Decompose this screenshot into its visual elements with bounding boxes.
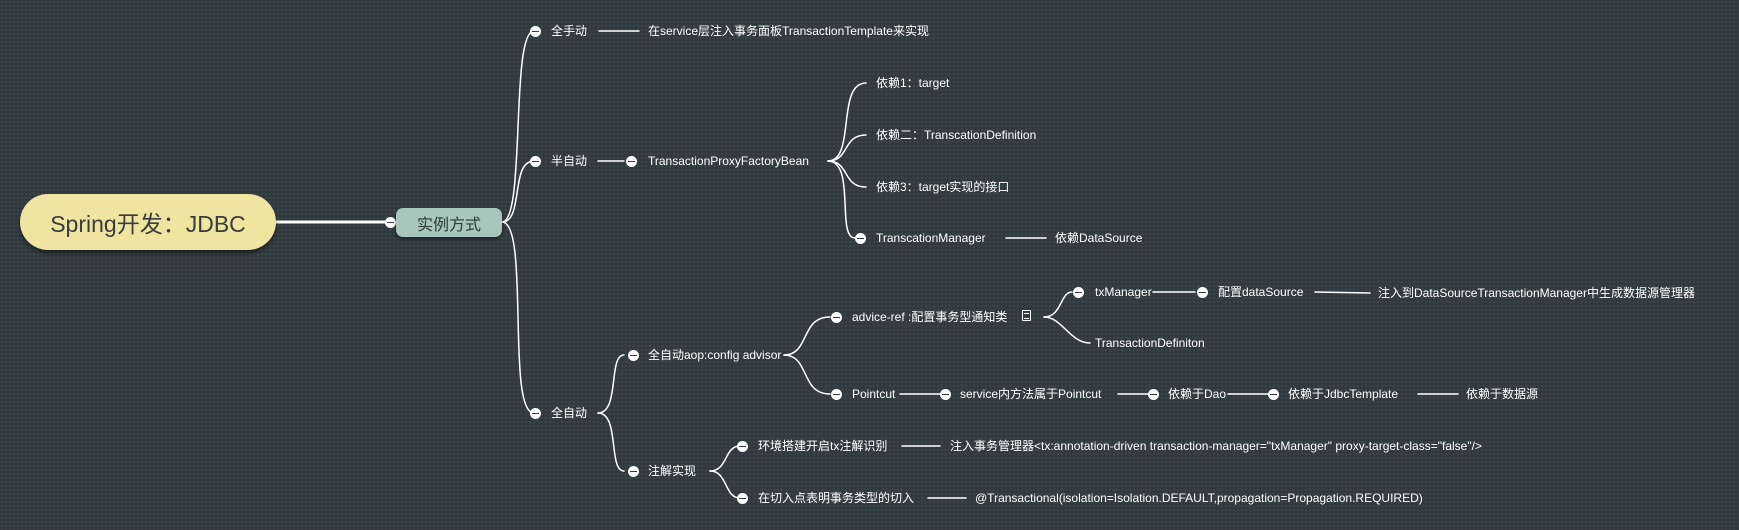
note-icon[interactable] — [1022, 310, 1031, 321]
node-manual[interactable]: 全手动 — [551, 24, 588, 38]
node-config-ds[interactable]: 配置dataSource — [1218, 285, 1304, 299]
node-inject-ds[interactable]: 注入到DataSourceTransactionManager中生成数据源管理器 — [1378, 286, 1695, 300]
node-manual-desc[interactable]: 在service层注入事务面板TransactionTemplate来实现 — [648, 24, 929, 38]
connector-txdefinition — [1043, 316, 1091, 344]
connector-pointcut — [783, 354, 831, 395]
node-manager[interactable]: TranscationManager — [876, 231, 986, 245]
collapse-toggle-dep-dao[interactable] — [1148, 389, 1159, 400]
collapse-toggle-service-method[interactable] — [940, 389, 951, 400]
connector-aop — [597, 354, 625, 414]
connector-semi — [501, 160, 535, 223]
connector-manager — [827, 160, 856, 239]
collapse-toggle-auto[interactable] — [530, 408, 541, 419]
node-annotation[interactable]: 注解实现 — [648, 464, 697, 478]
collapse-toggle-dep-jdbc[interactable] — [1268, 389, 1279, 400]
node-dep2[interactable]: 依赖二：TranscationDefinition — [876, 128, 1037, 142]
connector-dep2 — [827, 134, 867, 162]
node-pointcut[interactable]: Pointcut — [852, 387, 896, 401]
connector-manual — [501, 30, 535, 223]
node-auto[interactable]: 全自动 — [551, 406, 588, 420]
connector-dep3 — [827, 160, 867, 188]
node-service-method[interactable]: service内方法属于Pointcut — [960, 387, 1102, 401]
connector-auto — [501, 221, 535, 414]
root-topic[interactable]: Spring开发：JDBC — [20, 194, 276, 250]
collapse-toggle-semi-bean[interactable] — [626, 156, 637, 167]
node-dep-jdbc[interactable]: 依赖于JdbcTemplate — [1288, 387, 1399, 401]
node-manager-dep[interactable]: 依赖DataSource — [1055, 231, 1143, 245]
collapse-toggle-manager[interactable] — [855, 233, 866, 244]
main-topic[interactable]: 实例方式 — [396, 208, 502, 237]
node-tx-definition[interactable]: TransactionDefiniton — [1095, 336, 1205, 350]
node-transactional[interactable]: @Transactional(isolation=Isolation.DEFAU… — [975, 491, 1423, 505]
collapse-toggle-pointcut[interactable] — [831, 389, 842, 400]
node-txmanager[interactable]: txManager — [1095, 285, 1152, 299]
collapse-toggle-env[interactable] — [737, 441, 748, 452]
node-point[interactable]: 在切入点表明事务类型的切入 — [758, 491, 915, 505]
collapse-toggle-config-ds[interactable] — [1197, 287, 1208, 298]
collapse-toggle-advice-ref[interactable] — [831, 312, 842, 323]
node-inject-mgr[interactable]: 注入事务管理器<tx:annotation-driven transaction… — [950, 439, 1482, 453]
collapse-toggle-main[interactable] — [385, 217, 396, 228]
connector-env — [709, 445, 741, 472]
node-dep-ds[interactable]: 依赖于数据源 — [1466, 387, 1539, 401]
connector-annotation — [597, 412, 625, 472]
collapse-toggle-manual[interactable] — [530, 26, 541, 37]
connector-txmanager — [1043, 291, 1073, 318]
node-env[interactable]: 环境搭建开启tx注解识别 — [758, 439, 888, 453]
connector-inject-ds — [1314, 291, 1371, 294]
node-dep-dao[interactable]: 依赖于Dao — [1168, 387, 1227, 401]
collapse-toggle-point[interactable] — [737, 493, 748, 504]
node-aop[interactable]: 全自动aop:config advisor — [648, 348, 782, 362]
collapse-toggle-aop[interactable] — [628, 350, 639, 361]
collapse-toggle-semi[interactable] — [530, 156, 541, 167]
node-semi[interactable]: 半自动 — [551, 154, 588, 168]
node-dep1[interactable]: 依赖1：target — [876, 76, 950, 90]
connector-dep1 — [827, 82, 867, 162]
node-semi-bean[interactable]: TransactionProxyFactoryBean — [648, 154, 809, 168]
collapse-toggle-txmanager[interactable] — [1073, 287, 1084, 298]
collapse-toggle-annotation[interactable] — [628, 466, 639, 477]
node-dep3[interactable]: 依赖3：target实现的接口 — [876, 180, 1010, 194]
node-advice-ref[interactable]: advice-ref :配置事务型通知类 — [852, 310, 1008, 324]
connector-point — [709, 470, 741, 499]
connector-advice-ref — [783, 316, 831, 356]
